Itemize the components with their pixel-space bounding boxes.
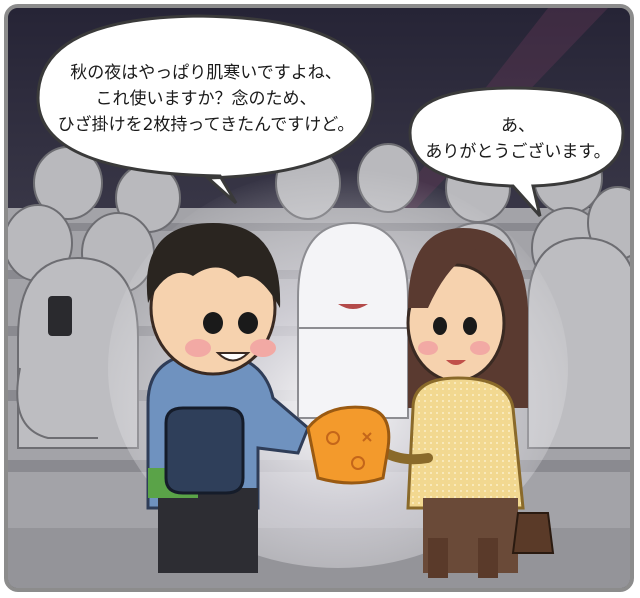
woman-cardigan	[406, 376, 525, 510]
phone-icon	[48, 296, 72, 336]
speech-line-1: あ、	[501, 116, 535, 136]
speech-line-2: これ使いますか？念のため、	[95, 89, 317, 109]
blanket-orange	[306, 405, 391, 485]
comic-panel: 秋の夜はやっぱり肌寒いですよね、 これ使いますか？念のため、 ひざ掛けを2枚持っ…	[4, 4, 634, 592]
man-hair	[146, 223, 281, 308]
speech-line-2: ありがとうございます。	[425, 142, 611, 162]
speech-bubble-left	[36, 14, 375, 205]
speech-text-left: 秋の夜はやっぱり肌寒いですよね、 これ使いますか？念のため、 ひざ掛けを2枚持っ…	[46, 60, 366, 138]
speech-line-1: 秋の夜はやっぱり肌寒いですよね、	[70, 63, 342, 83]
speech-text-right: あ、 ありがとうございます。	[418, 113, 618, 165]
crowd-person-center	[297, 221, 409, 419]
speech-bubble-right	[408, 86, 625, 218]
man-character	[146, 223, 310, 573]
speech-line-3: ひざ掛けを2枚持ってきたんですけど。	[57, 115, 355, 135]
handbag	[511, 512, 555, 554]
backpack	[164, 406, 245, 495]
woman-character	[373, 228, 555, 578]
man-pants	[158, 488, 258, 573]
comic-illustration	[8, 8, 630, 588]
